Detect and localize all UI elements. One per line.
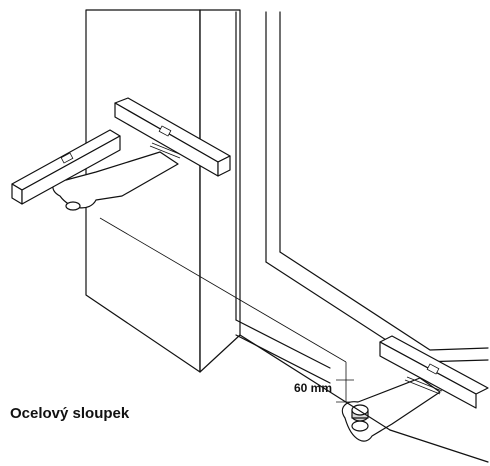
dimension-label: 60 mm [294,381,333,395]
spacer-bar-bottom [379,335,489,409]
gate-frame [235,11,489,384]
upper-bracket [52,142,183,211]
steel-post [85,9,241,373]
spacer-bar-top [114,97,231,177]
caption-steel-post: Ocelový sloupek [10,405,130,422]
spacer-bar-left [11,129,121,205]
ground-lines [239,334,489,463]
